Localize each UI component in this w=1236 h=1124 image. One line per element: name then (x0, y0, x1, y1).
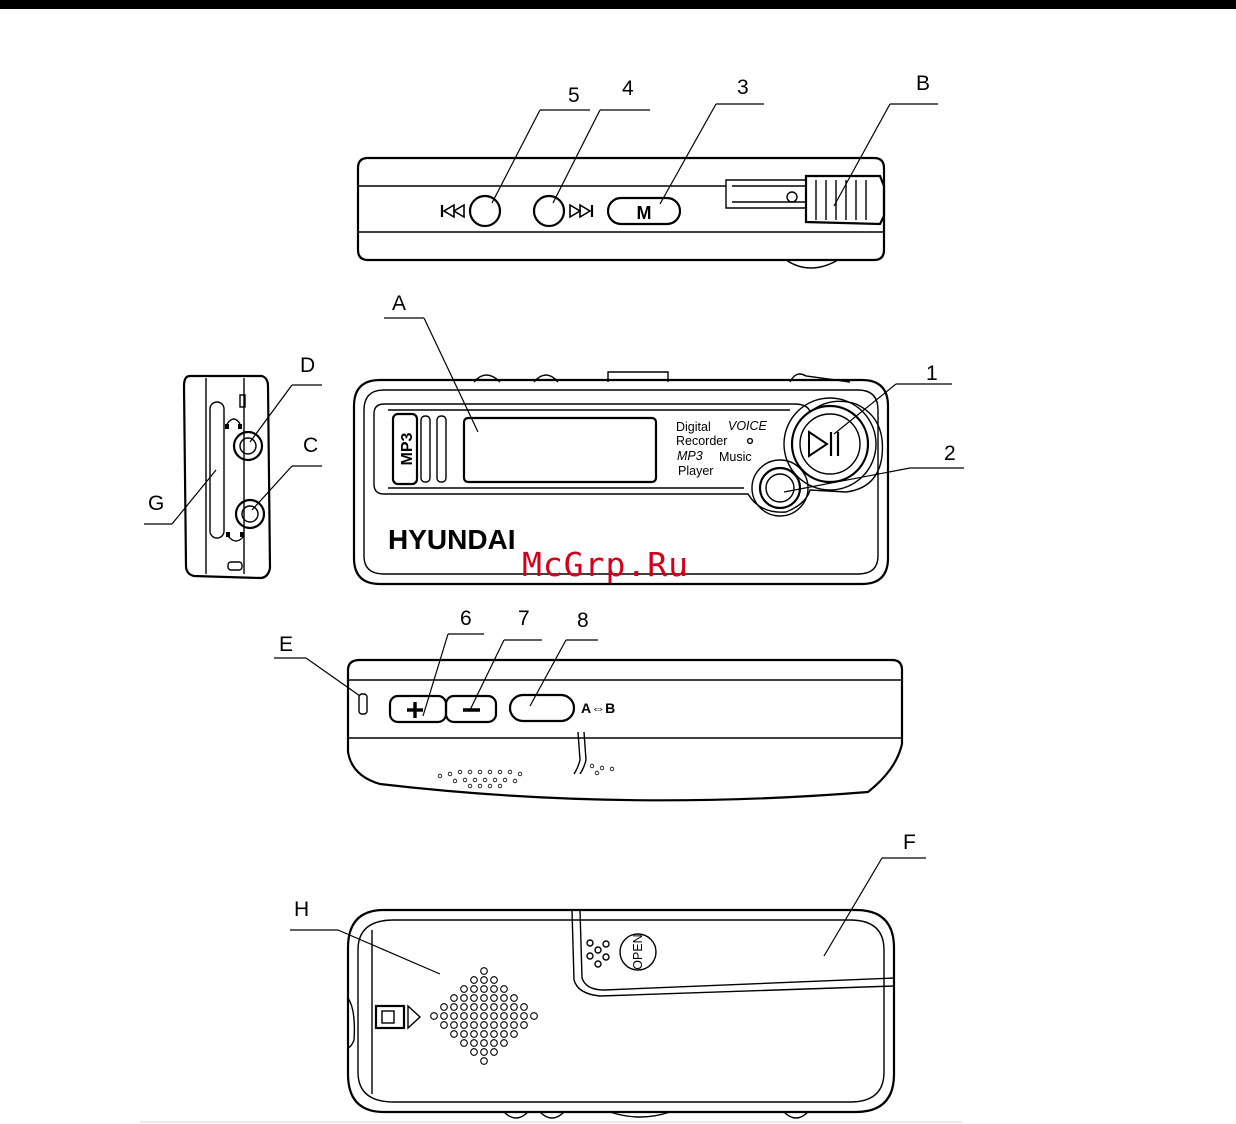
callout-C: C (303, 434, 318, 457)
label-recorder: Recorder (676, 434, 727, 448)
battery-arrow-icon (408, 1006, 420, 1028)
ab-repeat-label: A⇔B (581, 700, 615, 716)
m-button-label: M (637, 203, 652, 223)
watermark: McGrp.Ru (522, 545, 689, 584)
brand-logo: HYUNDAI (388, 524, 516, 555)
callout-8: 8 (577, 609, 589, 632)
mp3-badge-label: MP3 (399, 432, 416, 465)
bottom-view-body (348, 660, 902, 800)
speaker-grille (431, 968, 538, 1065)
callouts: 5 4 3 B A 1 2 D C G E 6 7 (144, 72, 964, 974)
battery-icon (376, 1006, 404, 1028)
callout-3: 3 (737, 76, 749, 99)
callout-F: F (903, 831, 916, 854)
open-label: OPEN (631, 934, 645, 969)
callout-D: D (300, 354, 315, 377)
play-pause-icon (809, 432, 838, 456)
callout-1: 1 (926, 362, 938, 385)
callout-2: 2 (944, 442, 956, 465)
bottom-view: A⇔B (348, 660, 902, 800)
next-track-icon (570, 205, 592, 217)
label-player: Player (678, 464, 713, 478)
prev-button[interactable] (470, 196, 500, 226)
callout-A: A (392, 292, 406, 315)
lcd-display (464, 418, 656, 482)
headphone-icon (225, 419, 242, 429)
memory-card-slot (210, 402, 224, 538)
label-mp3: MP3 (677, 449, 703, 463)
callout-H: H (294, 898, 309, 921)
label-voice: VOICE (728, 419, 768, 433)
record-led (748, 439, 753, 444)
callout-7: 7 (518, 607, 530, 630)
back-view-body (348, 910, 894, 1112)
hold-switch[interactable] (726, 176, 884, 224)
headphone-jack[interactable] (234, 432, 262, 460)
line-in-jack[interactable] (236, 500, 264, 528)
side-view-body (184, 376, 270, 578)
prev-track-icon (442, 205, 464, 217)
reset-hole[interactable] (359, 694, 367, 714)
callout-G: G (148, 492, 164, 515)
usb-port (228, 562, 242, 570)
callout-4: 4 (622, 77, 634, 100)
next-button[interactable] (534, 196, 564, 226)
plus-icon (407, 702, 423, 718)
side-view (184, 376, 270, 578)
microphone-holes (438, 764, 614, 788)
back-view: OPEN (348, 910, 894, 1118)
callout-5: 5 (568, 84, 580, 107)
callout-B: B (916, 72, 930, 95)
label-music: Music (719, 450, 752, 464)
ab-repeat-button[interactable] (510, 695, 574, 721)
microphone-icon (226, 532, 244, 541)
callout-E: E (279, 633, 293, 656)
callout-6: 6 (460, 607, 472, 630)
label-digital: Digital (676, 420, 711, 434)
top-view: M (358, 158, 884, 268)
